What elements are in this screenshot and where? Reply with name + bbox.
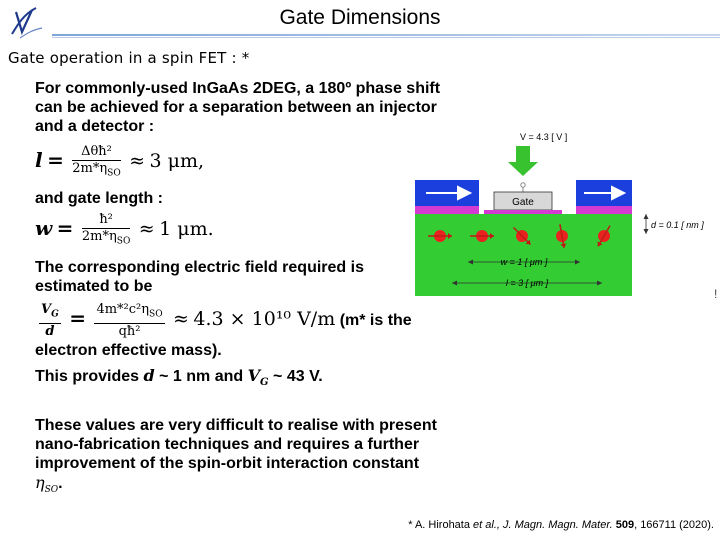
w-label: w = 1 [ μm ] <box>501 257 548 267</box>
detector-magnetization-arrow-icon <box>584 185 627 201</box>
slide-subtitle: Gate operation in a spin FET : * <box>8 49 250 67</box>
provides-prefix: This provides <box>35 368 140 385</box>
field-intro: The corresponding electric field require… <box>35 259 364 295</box>
gate-pin-icon <box>520 182 526 188</box>
l-label: l = 3 [ μm ] <box>506 278 549 288</box>
equation-gate-length: w = ħ² 2m*ηSO ≈ 1 μm. <box>35 212 214 250</box>
provides-v-main: V <box>247 366 261 385</box>
eq3-lhs-den: d <box>45 323 55 339</box>
conclusion-text: These values are very difficult to reali… <box>35 416 465 500</box>
footnote-journal: , J. Magn. Magn. Mater. <box>496 519 613 531</box>
conclusion-eta-main: η <box>35 473 45 492</box>
footnote-volume: 509 <box>612 519 635 531</box>
eq2-rhs: 1 μm. <box>159 218 214 241</box>
eq3-numerator: 4m*²c²ηSO <box>94 302 165 324</box>
university-logo <box>6 4 46 42</box>
intro-text: For commonly-used InGaAs 2DEG, a 180º ph… <box>35 80 441 135</box>
provides-vg: VG <box>247 366 269 389</box>
eq2-numerator: ħ² <box>81 212 131 229</box>
gate-voltage-arrow-icon <box>508 146 538 176</box>
field-end-text: electron effective mass). <box>35 342 222 359</box>
gate-label: Gate <box>512 197 534 208</box>
slide-title: Gate Dimensions <box>279 6 441 29</box>
conclusion-main: These values are very difficult to reali… <box>35 417 437 472</box>
eq1-numerator: Δθħ² <box>72 144 121 161</box>
eq2-den-main: 2m*η <box>81 229 117 244</box>
title-divider <box>52 34 720 36</box>
spin-precession-icons <box>428 224 611 248</box>
injector-barrier <box>415 206 479 214</box>
eq1-denominator: 2m*ηSO <box>72 161 120 182</box>
eq2-denominator: 2m*ηSO <box>82 229 130 250</box>
conclusion-eta: ηSO <box>35 473 59 496</box>
provides-d: d <box>143 366 155 385</box>
eq3-lhs-fraction: VG d <box>39 302 61 340</box>
provides-line: This provides d ~ 1 nm and VG ~ 43 V. <box>35 366 323 392</box>
footnote-rest: , 166711 (2020). <box>634 519 714 531</box>
d-label: d = 0.1 [ nm ] <box>651 220 704 230</box>
provides-mid2: ~ 43 V. <box>273 368 323 385</box>
voltage-label: V = 4.3 [ V ] <box>520 132 567 142</box>
provides-mid1: ~ 1 nm and <box>159 368 244 385</box>
eq1-fraction: Δθħ² 2m*ηSO <box>72 144 121 182</box>
injector-magnetization-arrow-icon <box>426 185 473 201</box>
eq1-approx: ≈ <box>129 150 146 173</box>
eq3-fraction: 4m*²c²ηSO qħ² <box>94 302 165 340</box>
eq3-approx: ≈ <box>173 308 189 331</box>
eq1-den-sub: SO <box>107 168 121 179</box>
eq1-equals: = <box>47 148 64 173</box>
reference-footnote: * A. Hirohata et al., J. Magn. Magn. Mat… <box>408 519 714 531</box>
eq2-fraction: ħ² 2m*ηSO <box>81 212 131 250</box>
eq3-denominator: qħ² <box>118 323 141 339</box>
footnote-etal: et al. <box>473 519 497 531</box>
eq3-num-sub: SO <box>149 309 163 320</box>
eq3-num-main: 4m*²c²η <box>96 302 150 317</box>
equation-separation: l = Δθħ² 2m*ηSO ≈ 3 μm, <box>35 144 204 182</box>
channel-2deg <box>415 214 632 296</box>
footnote-author: * A. Hirohata <box>408 519 474 531</box>
provides-v-sub: G <box>260 377 269 389</box>
eq3-note: (m* is the <box>339 312 412 330</box>
eq3-equals: = <box>69 306 86 331</box>
eq2-lhs: w <box>35 216 53 241</box>
equation-electric-field: VG d = 4m*²c²ηSO qħ² ≈ 4.3 × 10¹⁰ V/m (m… <box>35 302 412 340</box>
title-divider-thin <box>52 37 720 38</box>
eq2-equals: = <box>56 216 74 241</box>
eq3-rhs: 4.3 × 10¹⁰ V/m <box>193 308 336 331</box>
eq1-den-main: 2m*η <box>72 161 108 176</box>
eq1-lhs: l <box>35 148 43 173</box>
gate-oxide <box>484 210 562 214</box>
side-mark: ! <box>714 287 718 301</box>
spin-fet-diagram: V = 4.3 [ V ] Gate w = 1 [ μm ] <box>412 128 704 300</box>
eq2-approx: ≈ <box>138 218 155 241</box>
conclusion-end: . <box>58 475 63 492</box>
eq2-den-sub: SO <box>116 236 131 247</box>
gate-length-intro: and gate length : <box>35 190 163 207</box>
eq3-lhs-num: VG <box>39 302 61 324</box>
eq1-rhs: 3 μm, <box>149 150 205 173</box>
detector-barrier <box>576 206 632 214</box>
eq3-lhs-num-sub: G <box>51 309 59 320</box>
eq3-lhs-num-main: V <box>41 302 52 317</box>
conclusion-eta-sub: SO <box>44 485 59 496</box>
